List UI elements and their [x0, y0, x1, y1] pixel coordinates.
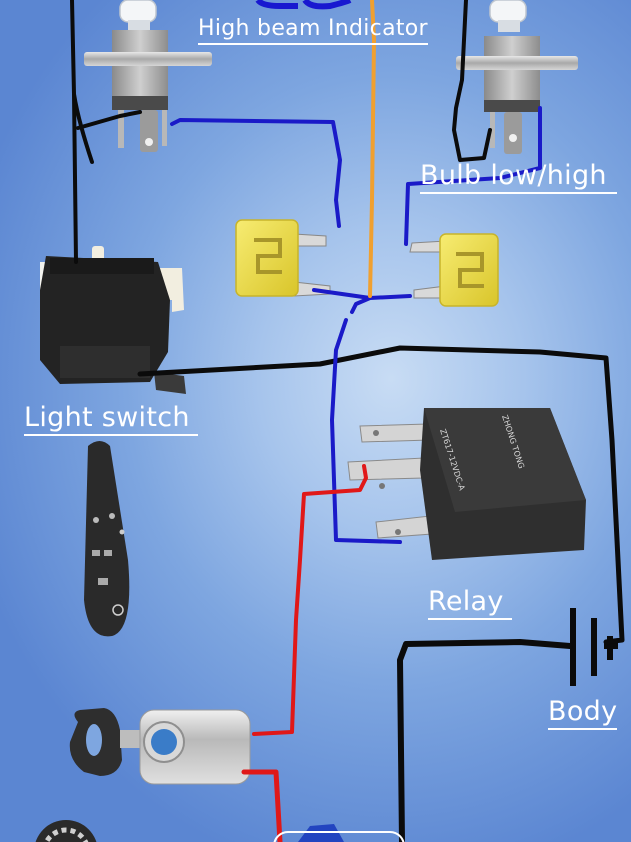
- label-body: Body: [548, 698, 618, 730]
- wire-blue-fuse-junction: [312, 288, 412, 314]
- light-switch: [40, 246, 186, 394]
- relay: ZT617-12VDC-A ZHONG TONG: [347, 408, 586, 560]
- fuse-left: [235, 219, 331, 297]
- wire-black-right-bulb: [452, 0, 492, 162]
- title-fragment: [255, 0, 352, 10]
- fuse-right: [409, 233, 499, 307]
- wire-red-ignition-relay: [252, 464, 368, 736]
- wire-black-switch-battery: [137, 345, 625, 645]
- wire-red-ignition-bottom: [241, 769, 283, 842]
- wire-blue-relay: [330, 318, 402, 544]
- wire-blue-right-bulb: [404, 106, 542, 246]
- gear-logo-icon: [35, 820, 97, 842]
- label-bulb-low-high: Bulb low/high: [420, 162, 617, 194]
- ignition-lock: [69, 708, 251, 785]
- wire-black-battery-ignition: [397, 639, 573, 842]
- wire-blue-left-bulb: [170, 118, 342, 228]
- label-light-switch: Light switch: [24, 404, 198, 436]
- wire-black-left: [70, 0, 142, 264]
- bottom-partial-icon: [273, 824, 405, 842]
- label-relay: Relay: [428, 588, 512, 620]
- headlight-bulb-left: [84, 0, 212, 152]
- headlight-bulb-right: [456, 0, 578, 154]
- battery-symbol: [570, 608, 618, 686]
- light-switch-stalk: [84, 441, 130, 637]
- wire-orange-indicator: [368, 0, 376, 298]
- label-high-beam-indicator: High beam Indicator: [198, 18, 428, 45]
